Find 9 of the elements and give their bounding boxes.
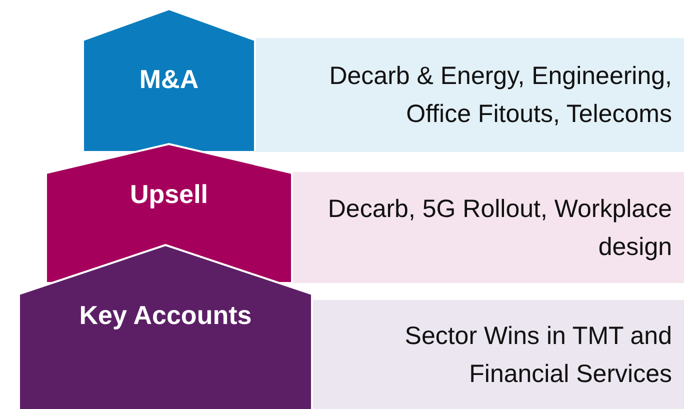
stage-description: Decarb & Energy, Engineering, Office Fitouts, Telecoms <box>328 61 672 130</box>
stage-title: Key Accounts <box>79 302 252 328</box>
stage-title: Upsell <box>130 181 208 207</box>
stage-title: M&A <box>139 66 199 92</box>
text-band <box>256 38 684 152</box>
stage-description: Sector Wins in TMT and Financial Services <box>404 320 672 390</box>
text-band <box>293 172 684 283</box>
text-band <box>313 300 684 409</box>
stage-description: Decarb, 5G Rollout, Workplace design <box>326 194 672 262</box>
